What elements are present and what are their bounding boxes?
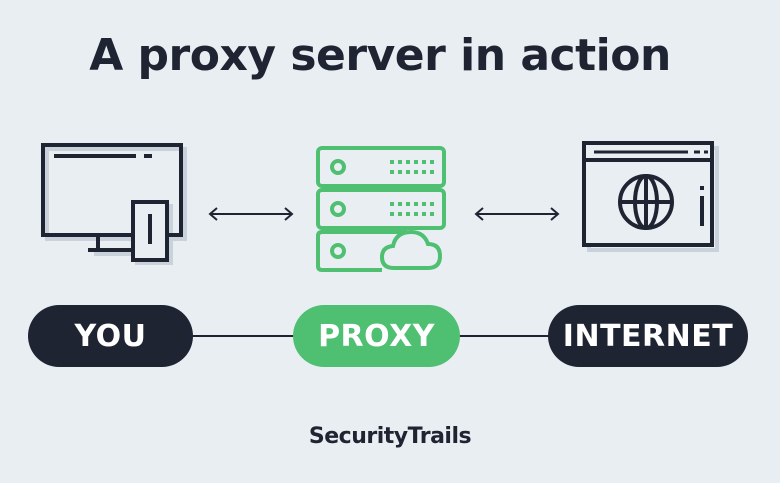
diagram-title: A proxy server in action bbox=[89, 30, 671, 81]
bidirectional-arrow bbox=[474, 207, 560, 221]
bidirectional-arrow bbox=[208, 207, 294, 221]
you-label: YOU bbox=[28, 305, 193, 367]
brand-logo: SecurityTrails bbox=[308, 424, 472, 449]
desktop-and-phone-icon bbox=[41, 143, 187, 265]
browser-globe-icon bbox=[582, 141, 719, 252]
server-cloud-icon bbox=[316, 146, 446, 272]
connector-line bbox=[190, 335, 295, 337]
internet-label: INTERNET bbox=[548, 305, 748, 367]
proxy-label: PROXY bbox=[293, 305, 460, 367]
connector-line bbox=[458, 335, 550, 337]
